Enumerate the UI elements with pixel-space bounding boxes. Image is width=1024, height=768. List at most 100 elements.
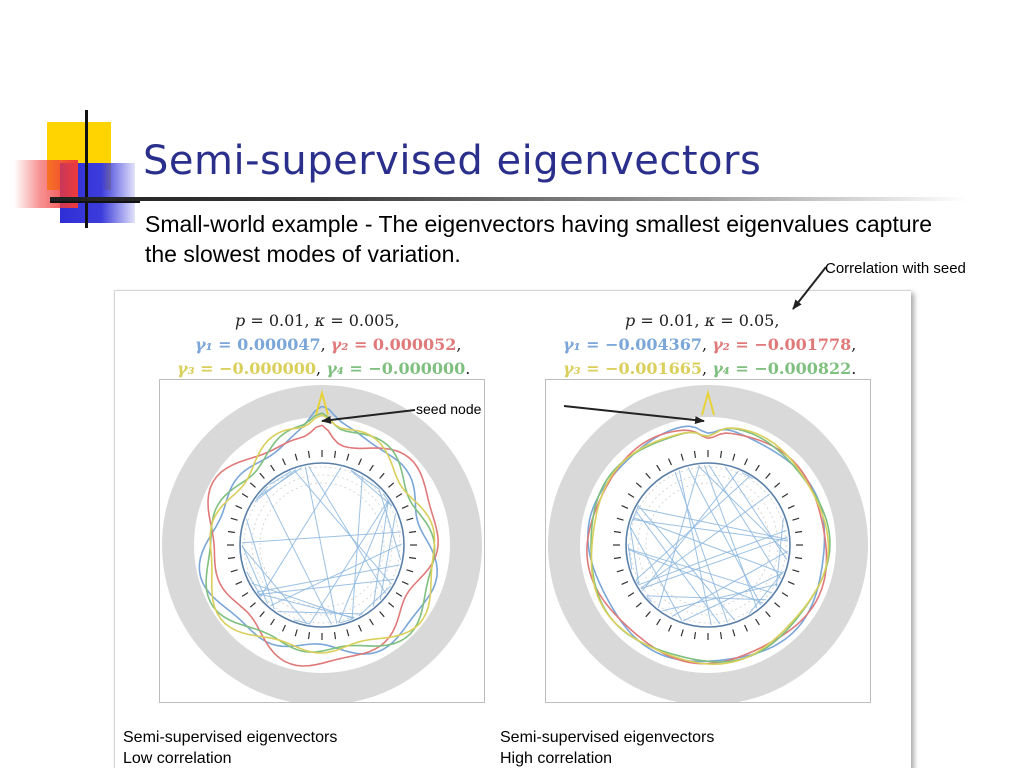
graph-edge [748,570,784,614]
graph-edge [678,470,712,626]
node-tick [235,581,243,586]
node-tick [346,453,350,461]
seed-node-label: seed node [416,401,482,417]
graph-edge [703,464,758,609]
node-tick [719,450,723,458]
node-tick [645,611,651,618]
graph-edge [269,470,292,486]
left-kappa-symbol: κ [314,311,326,330]
node-tick [281,624,286,632]
graph-edge [629,526,640,586]
graph-edge [640,493,770,589]
node-tick [656,618,661,626]
grid-ring [259,482,385,608]
left-caption: Semi-supervised eigenvectors Low correla… [123,727,337,768]
graph-edge [293,619,311,625]
node-tick [395,592,403,597]
title-underline [50,197,970,201]
graph-edge [646,595,767,601]
graph-edge [741,472,754,480]
node-tick [333,450,337,458]
graph-edge [637,505,736,621]
node-tick [621,581,629,586]
node-tick [401,504,409,509]
graph-edge [309,499,389,625]
graph-edge [269,543,403,607]
node-tick [401,581,409,586]
graph-edge [671,550,788,617]
right-params-formula: p = 0.01, κ = 0.05, [625,311,780,330]
node-tick [792,517,800,521]
node-tick [307,632,311,640]
graph-edge [627,548,764,604]
slide-title: Semi-supervised eigenvectors [143,138,762,184]
node-tick [765,611,771,618]
node-tick [235,504,243,509]
right-eigenvector-plot [545,379,871,703]
graph-edge [635,579,639,585]
node-tick [667,624,672,632]
graph-edge [255,486,268,500]
node-tick [241,493,249,498]
graph-edge [638,529,787,586]
node-tick [781,493,789,498]
eigenvector-trace [205,412,436,653]
correlation-callout-label: Correlation with seed [825,260,966,277]
right-p-symbol: p [625,311,636,330]
graph-edge [351,470,380,490]
node-tick [795,530,803,534]
graph-edge [662,583,778,612]
node-tick [270,618,275,626]
grid-ring [637,474,779,616]
graph-edge [241,531,401,544]
node-tick [294,453,298,461]
left-gamma-row-1: γ₁ = 0.000047, γ₂ = 0.000052, [195,335,462,354]
graph-edge [258,578,395,595]
node-tick [774,482,781,488]
graph-edge [697,465,788,555]
right-plot-svg [548,385,868,702]
node-tick [230,569,238,573]
eigenvector-trace [209,414,436,654]
node-tick [667,458,672,466]
node-tick [732,629,736,637]
node-tick [787,504,795,509]
right-kappa-value: 0.05 [738,311,775,330]
graph-edge [629,505,640,526]
graph-edge [260,467,342,597]
right-kappa-symbol: κ [704,311,716,330]
left-gamma3: γ₃ = −0.000000 [177,359,317,378]
node-tick [755,464,760,472]
left-p-value: 0.01 [268,311,305,330]
right-gamma-row-2: γ₃ = −0.001665, γ₄ = −0.000822. [563,359,857,378]
right-caption-line2: High correlation [500,750,613,767]
grid-ring [251,474,393,616]
left-gamma1: γ₁ = 0.000047 [195,335,321,354]
node-tick [259,611,265,618]
grid-ring [629,466,787,624]
eigenvector-trace [590,427,830,666]
node-tick [680,453,684,461]
node-tick [774,602,781,608]
right-gamma3: γ₃ = −0.001665 [563,359,703,378]
graph-edge [256,591,261,597]
graph-edge [635,510,721,625]
node-tick [613,530,621,534]
node-tick [765,472,771,479]
node-tick [744,458,749,466]
left-p-symbol: p [235,311,246,330]
graph-edge [687,467,762,606]
figure-frame: p = 0.01, κ = 0.005, γ₁ = 0.000047, γ₂ =… [114,290,911,768]
graph-edge [307,465,387,594]
graph-edge [245,518,275,610]
node-tick [744,624,749,632]
node-tick [719,632,723,640]
graph-edge [724,466,788,560]
graph-edge [277,611,363,615]
eigenvector-trace [207,424,439,667]
node-tick [379,611,385,618]
graph-edge [254,468,297,503]
node-tick [369,618,374,626]
node-tick [627,493,635,498]
